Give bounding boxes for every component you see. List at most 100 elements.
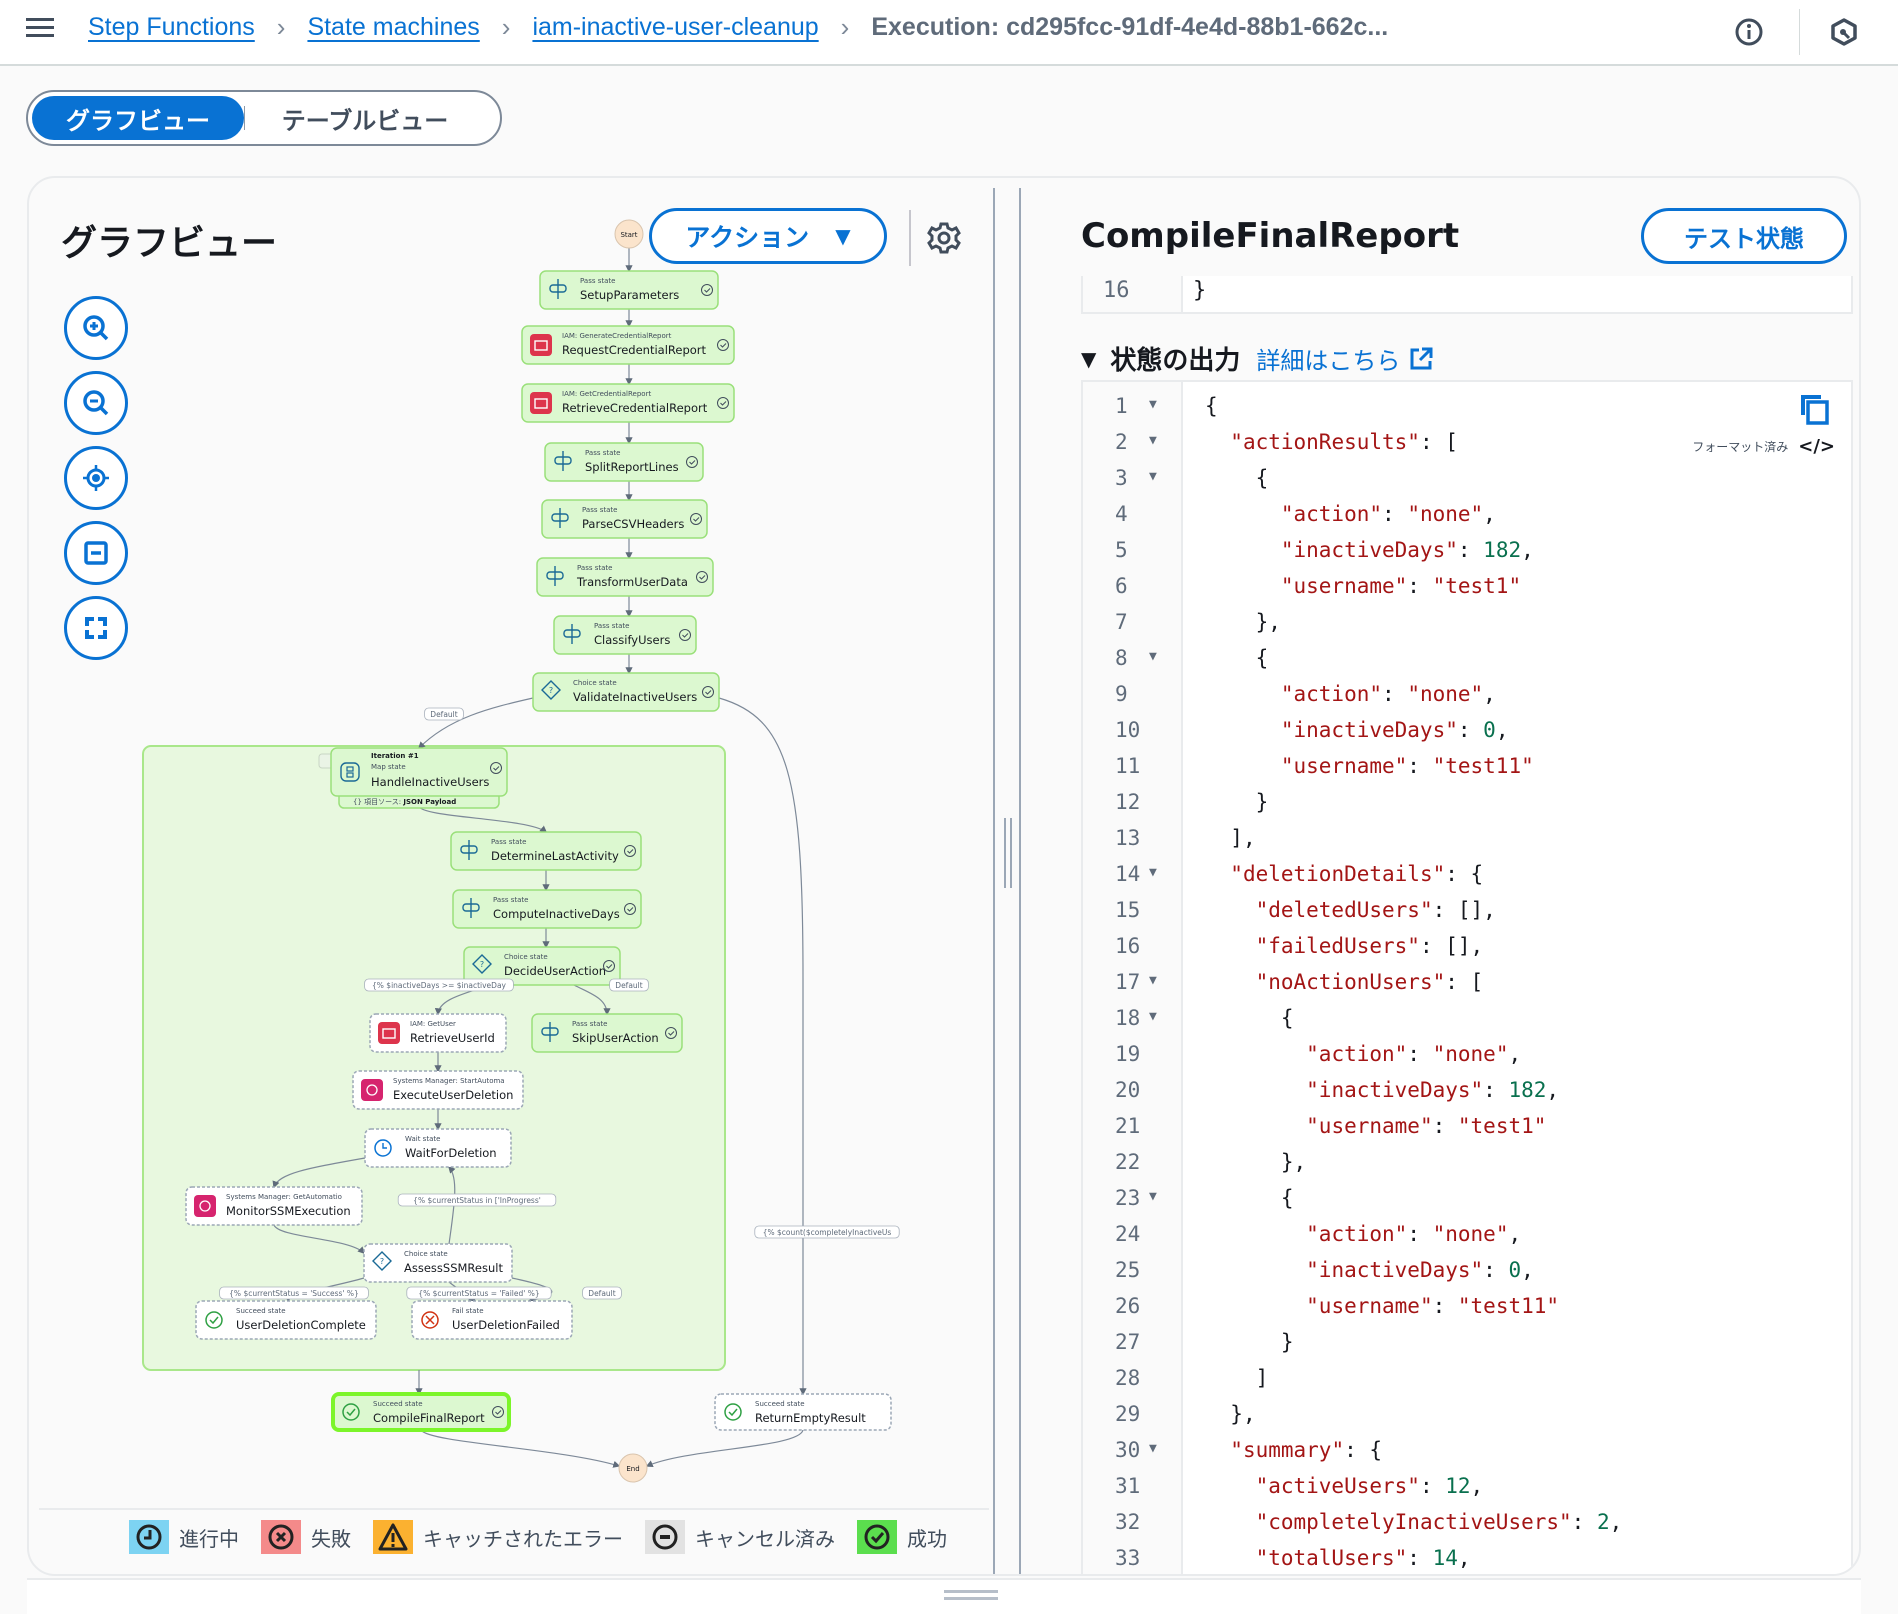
table-view-tab[interactable]: テーブルビュー	[281, 106, 449, 135]
state-type-label: Pass state	[580, 277, 615, 285]
state-type-label: Pass state	[572, 1020, 607, 1028]
state-output-code-viewer[interactable]: 1▼{2▼ "actionResults": [3▼ {4 "action": …	[1081, 380, 1853, 1574]
pass-state-icon	[462, 898, 480, 918]
code-lines: 1▼{2▼ "actionResults": [3▼ {4 "action": …	[1083, 388, 1851, 1574]
actions-dropdown-button[interactable]: アクション ▼	[649, 208, 887, 264]
menu-icon[interactable]	[26, 14, 54, 40]
svg-text:{% $currentStatus = 'Success': {% $currentStatus = 'Success' %}	[229, 1289, 359, 1298]
state-name-label: CompileFinalReport	[373, 1411, 485, 1425]
code-text: "inactiveDays": 182,	[1306, 1078, 1560, 1102]
breadcrumb-state-machine-name[interactable]: iam-inactive-user-cleanup	[532, 13, 819, 41]
code-line: 25 "inactiveDays": 0,	[1083, 1252, 1851, 1288]
panel-resize-handle[interactable]	[993, 178, 1021, 1574]
format-toggle[interactable]: フォーマット済み </>	[1692, 436, 1835, 457]
state-node-retrieve-credential-report[interactable]: IAM: GetCredentialReportRetrieveCredenti…	[521, 383, 735, 423]
zoom-out-button[interactable]	[64, 371, 128, 435]
graph-edges	[272, 248, 807, 1468]
code-line: 4 "action": "none",	[1083, 496, 1851, 532]
warning-icon	[373, 1520, 413, 1554]
zoom-in-button[interactable]	[64, 296, 128, 360]
code-line: 31 "activeUsers": 12,	[1083, 1468, 1851, 1504]
copy-icon[interactable]	[1797, 392, 1831, 426]
fold-toggle-icon[interactable]: ▼	[1149, 1009, 1157, 1024]
line-number: 10	[1115, 718, 1141, 742]
code-text: "completelyInactiveUsers": 2,	[1255, 1510, 1623, 1534]
zoom-in-icon	[83, 315, 109, 341]
zoom-out-icon	[83, 390, 109, 416]
code-line: 15 "deletedUsers": [],	[1083, 892, 1851, 928]
test-state-button[interactable]: テスト状態	[1641, 208, 1847, 264]
fold-toggle-icon[interactable]: ▼	[1149, 649, 1157, 664]
edge-label-condition: {% $count($completelyInactiveUs	[754, 1225, 900, 1239]
divider	[909, 210, 911, 266]
code-line: 5 "inactiveDays": 182,	[1083, 532, 1851, 568]
fold-toggle-icon[interactable]: ▼	[1149, 1441, 1157, 1456]
state-type-label: Choice state	[504, 953, 548, 961]
state-node-execute-user-deletion[interactable]: Systems Manager: StartAutomaExecuteUserD…	[352, 1070, 524, 1110]
graph-view-tab[interactable]: グラフビュー	[32, 96, 244, 140]
fit-to-screen-button[interactable]	[64, 596, 128, 660]
code-text: "failedUsers": [],	[1255, 934, 1484, 958]
state-node-request-credential-report[interactable]: IAM: GenerateCredentialReportRequestCred…	[521, 325, 735, 365]
line-number: 21	[1115, 1114, 1141, 1138]
code-text: {	[1255, 466, 1269, 490]
fold-toggle-icon[interactable]: ▼	[1149, 973, 1157, 988]
info-icon[interactable]	[1731, 14, 1767, 50]
learn-more-link[interactable]: 詳細はこちら	[1256, 347, 1401, 375]
cloudshell-icon[interactable]	[1826, 14, 1862, 50]
edge-label-condition: {% $inactiveDays >= $inactiveDay	[364, 978, 514, 992]
divider	[244, 106, 245, 130]
resize-grip-icon[interactable]	[1004, 818, 1012, 888]
fold-toggle-icon[interactable]: ▼	[1149, 1189, 1157, 1204]
state-type-label: IAM: GenerateCredentialReport	[562, 332, 672, 340]
gear-icon[interactable]	[924, 218, 964, 258]
code-text: }	[1255, 790, 1269, 814]
fold-toggle-icon[interactable]: ▼	[1149, 433, 1157, 448]
external-link-icon[interactable]	[1408, 346, 1434, 372]
state-name-label: MonitorSSMExecution	[226, 1204, 351, 1218]
fold-toggle-icon[interactable]: ▼	[1149, 865, 1157, 880]
state-type-label: Systems Manager: StartAutoma	[393, 1077, 505, 1085]
state-type-label: Succeed state	[236, 1307, 286, 1315]
fold-toggle-icon[interactable]: ▼	[1149, 397, 1157, 412]
collapse-all-button[interactable]	[64, 521, 128, 585]
code-line: 12 }	[1083, 784, 1851, 820]
breadcrumb-step-functions[interactable]: Step Functions	[88, 13, 255, 41]
graph-edge	[272, 1157, 366, 1189]
state-type-label: Pass state	[582, 506, 617, 514]
line-number: 1▼	[1115, 394, 1157, 418]
state-node-monitor-ssmexecution[interactable]: Systems Manager: GetAutomatioMonitorSSME…	[185, 1186, 363, 1226]
caret-down-icon[interactable]: ▼	[1081, 346, 1097, 371]
fold-toggle-icon[interactable]: ▼	[1149, 469, 1157, 484]
end-node	[618, 1453, 648, 1483]
breadcrumb-state-machines[interactable]: State machines	[307, 13, 480, 41]
state-type-label: Succeed state	[755, 1400, 805, 1408]
center-graph-button[interactable]	[64, 446, 128, 510]
success-check-icon	[624, 903, 636, 915]
code-line: 18▼ {	[1083, 1000, 1851, 1036]
collapse-icon	[84, 541, 108, 565]
bottom-resize-handle[interactable]	[944, 1590, 998, 1600]
code-line: 27 }	[1083, 1324, 1851, 1360]
code-icon[interactable]: </>	[1798, 436, 1835, 457]
line-number-gutter	[1083, 382, 1183, 1574]
